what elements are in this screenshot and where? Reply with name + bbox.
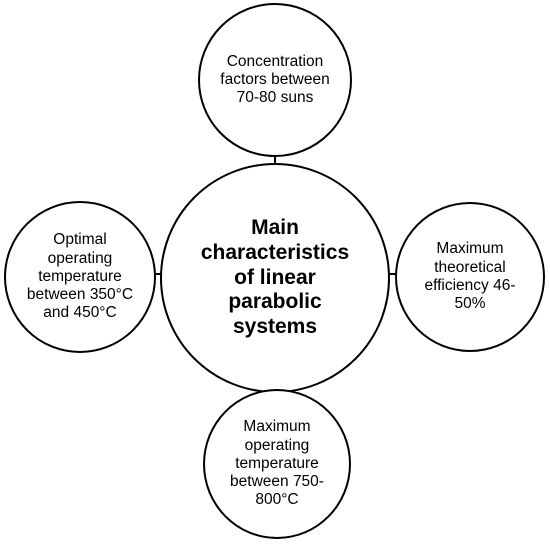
central-node-label: Main characteristics of linear parabolic…: [200, 216, 350, 339]
node-optimal-operating-temperature: Optimal operating temperature between 35…: [4, 201, 156, 353]
node-optimal-operating-temperature-label: Optimal operating temperature between 35…: [26, 231, 134, 322]
node-maximum-theoretical-efficiency: Maximum theoretical efficiency 46-50%: [395, 202, 545, 352]
node-concentration-factors-label: Concentration factors between 70-80 suns: [220, 52, 330, 107]
node-maximum-theoretical-efficiency-label: Maximum theoretical efficiency 46-50%: [424, 240, 516, 313]
node-maximum-operating-temperature: Maximum operating temperature between 75…: [203, 389, 351, 539]
node-maximum-operating-temperature-label: Maximum operating temperature between 75…: [230, 418, 324, 509]
central-node: Main characteristics of linear parabolic…: [160, 163, 390, 393]
node-concentration-factors: Concentration factors between 70-80 suns: [198, 3, 352, 157]
